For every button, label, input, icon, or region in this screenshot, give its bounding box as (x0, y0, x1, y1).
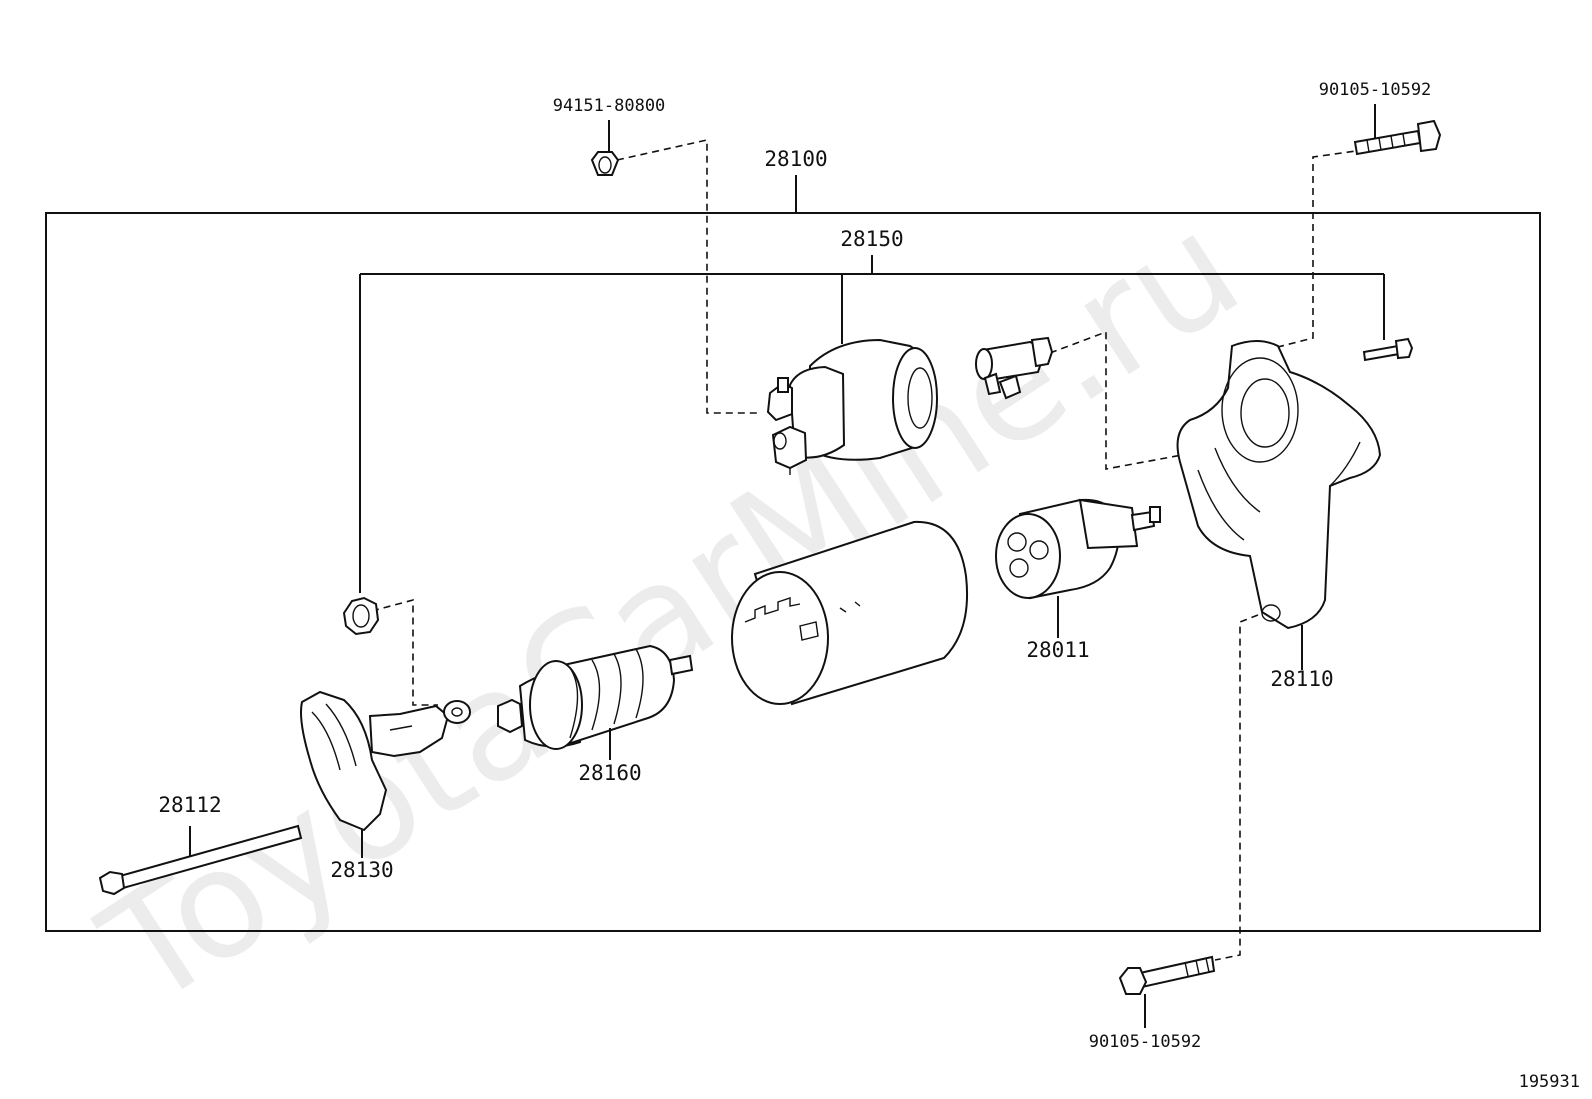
armature (497, 644, 694, 760)
callout-28160: 28160 (578, 761, 641, 785)
callout-28110: 28110 (1270, 667, 1333, 691)
figure-number: 195931 (1519, 1072, 1580, 1092)
drive-housing (1176, 340, 1382, 670)
solenoid-switch (766, 338, 938, 475)
callout-90105-10592-bottom: 90105-10592 (1089, 1032, 1202, 1052)
callout-28150: 28150 (840, 227, 903, 251)
callout-94151-80800: 94151-80800 (553, 96, 666, 116)
leader-28150 (359, 255, 1385, 593)
starter-clutch (995, 498, 1161, 638)
small-bolt (1362, 337, 1414, 362)
end-frame (300, 690, 471, 858)
callout-28011: 28011 (1026, 638, 1089, 662)
bolt-90105-10592-bottom (1118, 955, 1216, 1028)
through-bolt (98, 824, 303, 896)
plunger (975, 336, 1054, 400)
bolt-90105-10592-top (1353, 104, 1442, 156)
callout-28100: 28100 (764, 147, 827, 171)
cap-nut (342, 596, 380, 636)
assembly-frame (45, 212, 1541, 932)
yoke (731, 520, 969, 706)
watermark: ToyotaCarMine.ru (74, 181, 1269, 1041)
callout-90105-10592-top: 90105-10592 (1319, 80, 1432, 100)
callout-28112: 28112 (158, 793, 221, 817)
callout-28130: 28130 (330, 858, 393, 882)
nut-94151-80800 (590, 120, 620, 176)
